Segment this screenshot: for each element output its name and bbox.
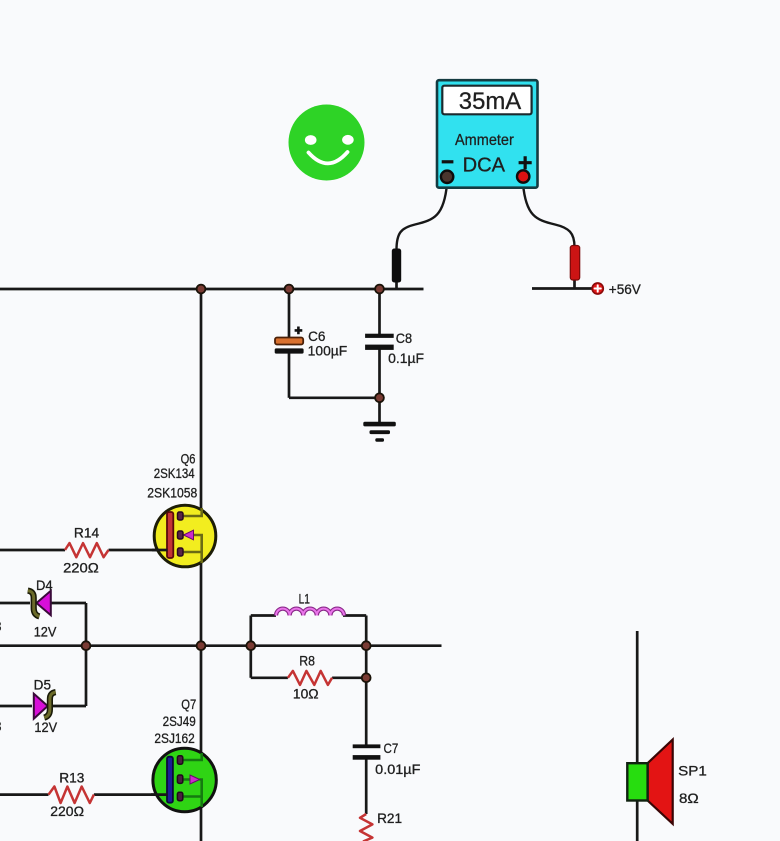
svg-text:10Ω: 10Ω xyxy=(293,687,319,702)
svg-text:Q6: Q6 xyxy=(181,452,196,467)
svg-text:+56V: +56V xyxy=(609,282,641,297)
svg-text:2SK1058: 2SK1058 xyxy=(147,486,197,501)
svg-text:R8: R8 xyxy=(299,654,315,669)
svg-text:8Ω: 8Ω xyxy=(679,791,699,806)
svg-text:100µF: 100µF xyxy=(308,344,348,359)
svg-text:R13: R13 xyxy=(59,771,84,786)
svg-text:0.01µF: 0.01µF xyxy=(375,762,420,777)
svg-text:R14: R14 xyxy=(74,526,100,541)
svg-text:2SJ49: 2SJ49 xyxy=(163,714,196,729)
svg-text:12V: 12V xyxy=(34,624,57,639)
svg-text:220Ω: 220Ω xyxy=(63,560,99,575)
svg-text:L1: L1 xyxy=(299,592,310,607)
svg-text:0.1µF: 0.1µF xyxy=(388,351,424,366)
svg-text:C7: C7 xyxy=(384,741,399,756)
svg-text:12V: 12V xyxy=(34,720,57,735)
svg-text:3: 3 xyxy=(0,619,2,634)
svg-text:C6: C6 xyxy=(308,329,325,344)
svg-text:2SK134: 2SK134 xyxy=(154,466,195,481)
svg-text:35mA: 35mA xyxy=(459,88,521,115)
svg-text:Q7: Q7 xyxy=(181,697,196,712)
svg-text:D5: D5 xyxy=(34,678,51,693)
svg-text:C8: C8 xyxy=(396,331,412,346)
svg-text:3: 3 xyxy=(0,719,2,734)
svg-text:2SJ162: 2SJ162 xyxy=(154,731,194,746)
svg-text:DCA: DCA xyxy=(463,154,506,176)
svg-text:220Ω: 220Ω xyxy=(50,804,84,819)
svg-text:Ammeter: Ammeter xyxy=(455,132,514,149)
svg-text:D4: D4 xyxy=(36,578,53,593)
svg-text:R21: R21 xyxy=(377,811,402,826)
svg-text:SP1: SP1 xyxy=(678,763,707,778)
